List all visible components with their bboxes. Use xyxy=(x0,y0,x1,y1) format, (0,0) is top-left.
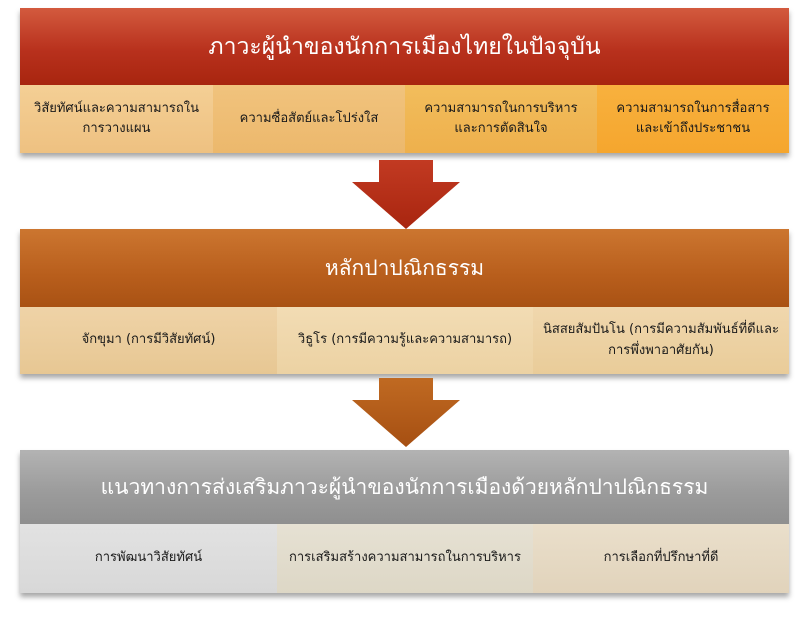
promotion-guidelines-items: การพัฒนาวิสัยทัศน์ การเสริมสร้างความสามา… xyxy=(20,524,789,593)
current-leadership-section: ภาวะผู้นำของนักการเมืองไทยในปัจจุบัน วิส… xyxy=(20,8,789,153)
leadership-item-management: ความสามารถในการบริหารและการตัดสินใจ xyxy=(405,85,597,153)
principle-item-cakkhuma-label: จักขุมา (การมีวิสัยทัศน์) xyxy=(81,332,216,348)
current-leadership-header: ภาวะผู้นำของนักการเมืองไทยในปัจจุบัน xyxy=(20,8,789,85)
promotion-guidelines-section: แนวทางการส่งเสริมภาวะผู้นำของนักการเมือง… xyxy=(20,450,789,593)
down-arrow-icon xyxy=(352,378,460,447)
guideline-item-management-capability: การเสริมสร้างความสามารถในการบริหาร xyxy=(277,524,533,593)
principle-item-vidhuro-label: วิธูโร (การมีความรู้และความสามารถ) xyxy=(297,332,513,348)
down-arrow-icon xyxy=(352,160,460,229)
current-leadership-items: วิสัยทัศน์และความสามารถในการวางแผน ความซ… xyxy=(20,85,789,153)
guideline-item-vision-development: การพัฒนาวิสัยทัศน์ xyxy=(20,524,277,593)
principle-item-vidhuro: วิธูโร (การมีความรู้และความสามารถ) xyxy=(277,307,533,374)
guideline-item-vision-development-label: การพัฒนาวิสัยทัศน์ xyxy=(94,550,203,566)
leadership-item-management-label: ความสามารถในการบริหารและการตัดสินใจ xyxy=(424,100,578,136)
leadership-item-vision-label: วิสัยทัศน์และความสามารถในการวางแผน xyxy=(34,100,199,136)
papanika-principles-section: หลักปาปณิกธรรม จักขุมา (การมีวิสัยทัศน์)… xyxy=(20,229,789,374)
guideline-item-advisor-selection-label: การเลือกที่ปรึกษาที่ดี xyxy=(603,550,719,566)
leadership-item-communication: ความสามารถในการสื่อสารและเข้าถึงประชาชน xyxy=(597,85,789,153)
papanika-principles-items: จักขุมา (การมีวิสัยทัศน์) วิธูโร (การมีค… xyxy=(20,307,789,374)
leadership-item-integrity-label: ความซื่อสัตย์และโปร่งใส xyxy=(239,110,379,126)
current-leadership-title: ภาวะผู้นำของนักการเมืองไทยในปัจจุบัน xyxy=(208,33,601,60)
leadership-item-vision: วิสัยทัศน์และความสามารถในการวางแผน xyxy=(20,85,213,153)
principle-item-nissayasampanno: นิสสยสัมปันโน (การมีความสัมพันธ์ที่ดีและ… xyxy=(533,307,789,374)
leadership-item-communication-label: ความสามารถในการสื่อสารและเข้าถึงประชาชน xyxy=(616,100,770,136)
papanika-principles-header: หลักปาปณิกธรรม xyxy=(20,229,789,307)
promotion-guidelines-title: แนวทางการส่งเสริมภาวะผู้นำของนักการเมือง… xyxy=(100,474,709,499)
papanika-principles-title: หลักปาปณิกธรรม xyxy=(324,255,485,280)
principle-item-cakkhuma: จักขุมา (การมีวิสัยทัศน์) xyxy=(20,307,277,374)
promotion-guidelines-header: แนวทางการส่งเสริมภาวะผู้นำของนักการเมือง… xyxy=(20,450,789,524)
leadership-item-integrity: ความซื่อสัตย์และโปร่งใส xyxy=(213,85,405,153)
guideline-item-management-capability-label: การเสริมสร้างความสามารถในการบริหาร xyxy=(289,550,521,566)
principle-item-nissayasampanno-label: นิสสยสัมปันโน (การมีความสัมพันธ์ที่ดีและ… xyxy=(543,322,779,358)
guideline-item-advisor-selection: การเลือกที่ปรึกษาที่ดี xyxy=(533,524,789,593)
